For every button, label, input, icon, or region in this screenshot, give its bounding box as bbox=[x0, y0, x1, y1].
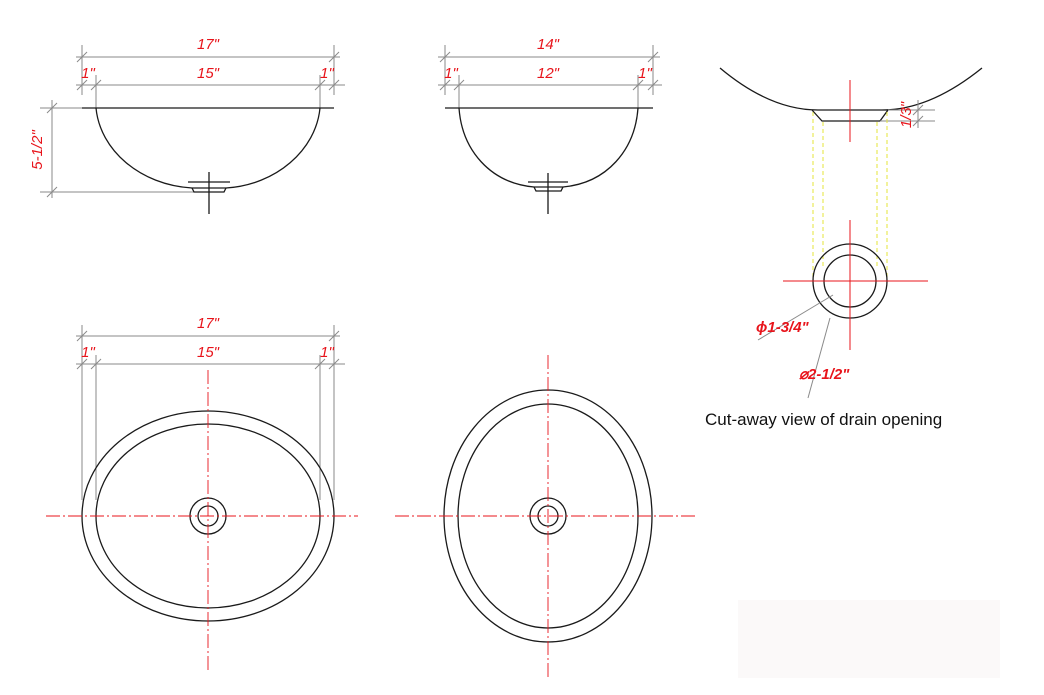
right-rim-label: 1" bbox=[638, 65, 652, 82]
inner-width-label: 12" bbox=[537, 65, 560, 82]
top-view-small bbox=[395, 355, 697, 678]
overall-width-label: 14" bbox=[537, 36, 560, 53]
overall-width-label: 17" bbox=[197, 315, 220, 332]
top-view-large: 17" 15" 1" 1" bbox=[46, 315, 358, 670]
depth-label: 5-1/2" bbox=[29, 130, 46, 170]
side-view-small: 14" 12" 1" 1" bbox=[438, 36, 662, 214]
drain-cutaway-detail: 1/3" ϕ1-3/4" ⌀2-1/2" Cut-away view of dr… bbox=[705, 67, 983, 429]
right-rim-label: 1" bbox=[320, 65, 334, 82]
bottom-thickness-label: 1/3" bbox=[898, 101, 915, 128]
outer-diameter-label: ⌀2-1/2" bbox=[799, 366, 850, 383]
left-rim-label: 1" bbox=[444, 65, 458, 82]
right-rim-label: 1" bbox=[320, 344, 334, 361]
left-rim-label: 1" bbox=[81, 344, 95, 361]
inner-width-label: 15" bbox=[197, 344, 220, 361]
inner-width-label: 15" bbox=[197, 65, 220, 82]
left-rim-label: 1" bbox=[81, 65, 95, 82]
inner-diameter-label: ϕ1-3/4" bbox=[756, 319, 810, 336]
side-view-large: 17" 15" 1" 1" 5-1/2" bbox=[29, 36, 345, 214]
overall-width-label: 17" bbox=[197, 36, 220, 53]
drain-caption: Cut-away view of drain opening bbox=[705, 410, 942, 429]
blank-panel bbox=[738, 600, 1000, 678]
